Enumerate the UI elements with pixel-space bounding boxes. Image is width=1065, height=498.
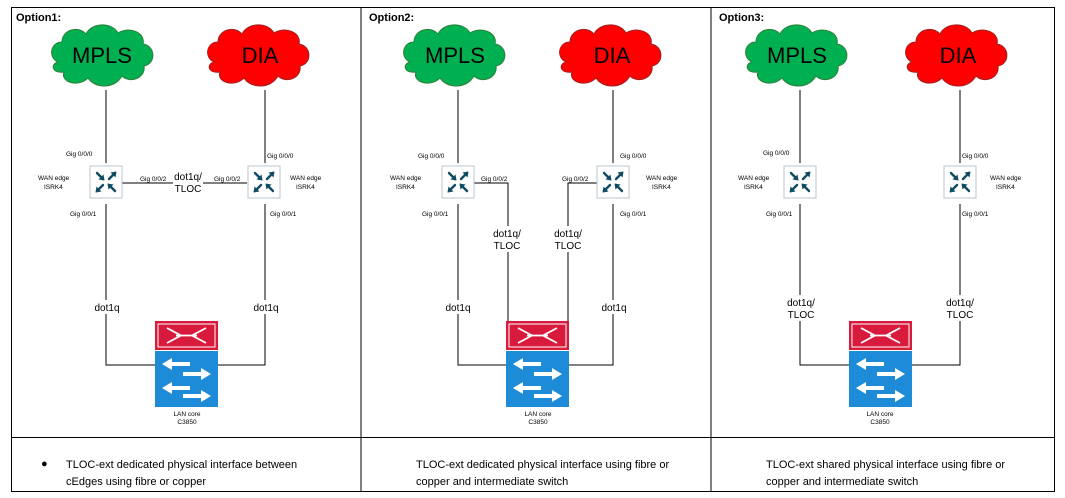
device-model: C3850: [177, 419, 197, 426]
port-label: Gig 0/0/0: [418, 153, 445, 160]
router-icon: [782, 164, 818, 200]
device-model: C3850: [870, 419, 890, 426]
port-label: Gig 0/0/0: [763, 150, 790, 157]
link-label: dot1q: [94, 303, 119, 314]
router-icon: [246, 164, 282, 200]
device-name: WAN edge: [646, 175, 678, 182]
link-label: TLOC: [555, 241, 582, 252]
panel-title: Option2:: [369, 12, 414, 24]
caption-option3: TLOC-ext shared physical interface using…: [766, 459, 1006, 488]
layer2-switch-icon: [155, 351, 218, 407]
panel-title: Option1:: [16, 12, 61, 24]
link-label: TLOC: [947, 310, 974, 321]
link-label: dot1q: [445, 303, 470, 314]
device-name: WAN edge: [738, 175, 770, 182]
dia-cloud-icon: DIA: [207, 24, 310, 87]
cloud-label: MPLS: [72, 43, 132, 68]
port-label: Gig 0/0/1: [962, 211, 989, 218]
bullet-marker: ●: [41, 458, 48, 470]
device-name: WAN edge: [290, 175, 322, 182]
device-name: LAN core: [866, 411, 893, 418]
layer3-switch-icon: [506, 321, 569, 350]
device-name: LAN core: [173, 411, 200, 418]
port-label: Gig 0/0/0: [66, 151, 93, 158]
panel-option2: Option2: MPLS DIA Gig 0/0/0 Gig 0/0/2 Gi…: [369, 12, 678, 426]
device-name: WAN edge: [38, 175, 70, 182]
cloud-label: DIA: [594, 43, 631, 68]
link-label: dot1q: [253, 303, 278, 314]
links: [105, 90, 266, 366]
mpls-cloud-icon: MPLS: [51, 24, 154, 87]
port-label: Gig 0/0/1: [620, 211, 647, 218]
cloud-label: DIA: [242, 43, 279, 68]
link-label: dot1q/: [946, 298, 974, 309]
link-label: dot1q/: [554, 229, 582, 240]
panel-title: Option3:: [719, 12, 764, 24]
router-icon: [942, 164, 978, 200]
device-model: ISRK4: [652, 184, 671, 191]
device-name: LAN core: [524, 411, 551, 418]
layer2-switch-icon: [506, 351, 569, 407]
device-name: WAN edge: [990, 175, 1022, 182]
layer3-switch-icon: [155, 321, 218, 350]
port-label: Gig 0/0/0: [267, 153, 294, 160]
link-label: TLOC: [494, 241, 521, 252]
dia-cloud-icon: DIA: [905, 24, 1008, 87]
port-label: Gig 0/0/1: [70, 211, 97, 218]
panel-option3: Option3: MPLS DIA Gig 0/0/0 Gig 0/0/1 WA…: [719, 12, 1022, 426]
layer2-switch-icon: [849, 351, 912, 407]
link-label: TLOC: [175, 184, 202, 195]
link-label: dot1q/: [787, 298, 815, 309]
port-label: Gig 0/0/2: [214, 176, 241, 183]
port-label: Gig 0/0/0: [620, 153, 647, 160]
outer-frame: [11, 7, 1055, 492]
cloud-label: MPLS: [767, 43, 827, 68]
layer3-switch-icon: [849, 321, 912, 350]
router-icon: [595, 164, 631, 200]
router-icon: [440, 164, 476, 200]
router-icon: [88, 164, 124, 200]
port-label: Gig 0/0/2: [562, 176, 589, 183]
port-label: Gig 0/0/2: [481, 176, 508, 183]
port-label: Gig 0/0/1: [270, 211, 297, 218]
dia-cloud-icon: DIA: [559, 24, 662, 87]
mpls-cloud-icon: MPLS: [403, 24, 506, 87]
link-label: TLOC: [788, 310, 815, 321]
cloud-label: MPLS: [425, 43, 485, 68]
port-label: Gig 0/0/0: [962, 153, 989, 160]
port-label: Gig 0/0/1: [766, 211, 793, 218]
cloud-label: DIA: [940, 43, 977, 68]
port-label: Gig 0/0/2: [140, 176, 167, 183]
link-label: dot1q/: [174, 172, 202, 183]
links: [799, 90, 961, 366]
caption-option2: TLOC-ext dedicated physical interface us…: [416, 459, 670, 488]
device-model: ISRK4: [996, 184, 1015, 191]
mpls-cloud-icon: MPLS: [745, 24, 848, 87]
caption-option1: TLOC-ext dedicated physical interface be…: [66, 459, 298, 488]
device-model: ISRK4: [296, 184, 315, 191]
device-model: ISRK4: [396, 184, 415, 191]
device-model: ISRK4: [44, 184, 63, 191]
port-label: Gig 0/0/1: [422, 211, 449, 218]
link-label: dot1q: [601, 303, 626, 314]
links: [457, 90, 614, 366]
link-label: dot1q/: [493, 229, 521, 240]
device-model: C3850: [528, 419, 548, 426]
device-model: ISRK4: [744, 184, 763, 191]
device-name: WAN edge: [390, 175, 422, 182]
panel-option1: Option1: MPLS DIA Gig 0/0/0 Gig: [16, 12, 322, 426]
